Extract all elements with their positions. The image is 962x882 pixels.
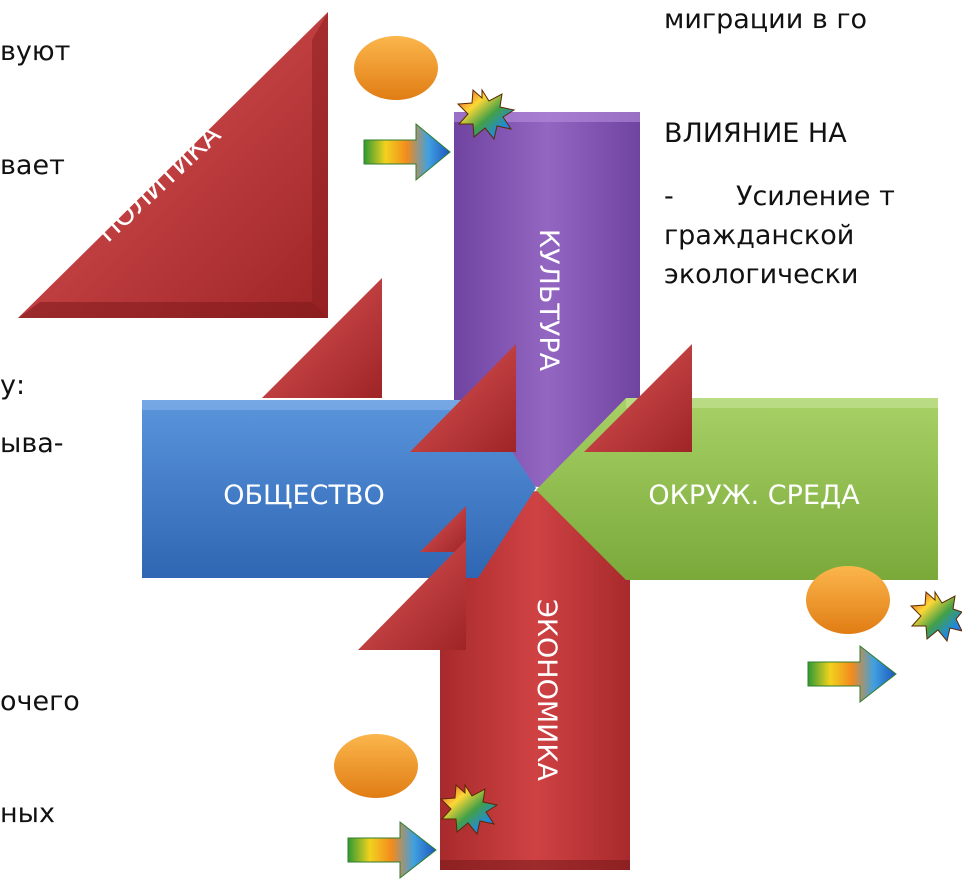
economy-label: ЭКОНОМИКА	[531, 599, 562, 781]
left-text-fragment-2: вает	[0, 150, 65, 181]
right-text-bullet-dash: -	[664, 181, 674, 212]
right-text-line-4: экологически	[664, 259, 859, 290]
small-triangle-3	[584, 344, 692, 452]
society-label: ОБЩЕСТВО	[223, 480, 385, 511]
rainbow-star-burst-icon	[456, 88, 516, 141]
left-text-fragment-1: вуют	[0, 36, 71, 67]
right-text-line-3: гражданской	[664, 220, 855, 251]
culture-label: КУЛЬТУРА	[533, 229, 564, 372]
rainbow-arrow-icon	[347, 820, 437, 880]
small-triangle-5	[358, 540, 466, 650]
orange-oval-icon	[334, 734, 418, 798]
rainbow-arrow-icon	[807, 644, 897, 704]
small-triangle-1	[262, 278, 382, 398]
rainbow-star-burst-icon	[909, 590, 962, 643]
left-text-fragment-4: ыва-	[0, 428, 64, 459]
politics-triangle: ПОЛИТИКА	[18, 12, 328, 318]
orange-oval-icon	[806, 566, 890, 634]
right-text-line-2: Усиление т	[736, 181, 895, 212]
small-triangle-4	[420, 506, 466, 552]
right-text-line-1: миграции в го	[664, 4, 868, 35]
right-text-heading: ВЛИЯНИЕ НА	[664, 118, 847, 149]
environment-label: ОКРУЖ. СРЕДА	[648, 480, 860, 511]
small-triangle-2	[410, 344, 516, 452]
left-text-fragment-5: очего	[0, 686, 80, 717]
economy-block: ЭКОНОМИКА	[440, 490, 630, 870]
left-text-fragment-3: у:	[0, 370, 26, 401]
rainbow-star-burst-icon	[439, 783, 499, 836]
left-text-fragment-6: ных	[0, 798, 55, 829]
rainbow-arrow-icon	[363, 122, 451, 182]
orange-oval-icon	[354, 36, 438, 100]
